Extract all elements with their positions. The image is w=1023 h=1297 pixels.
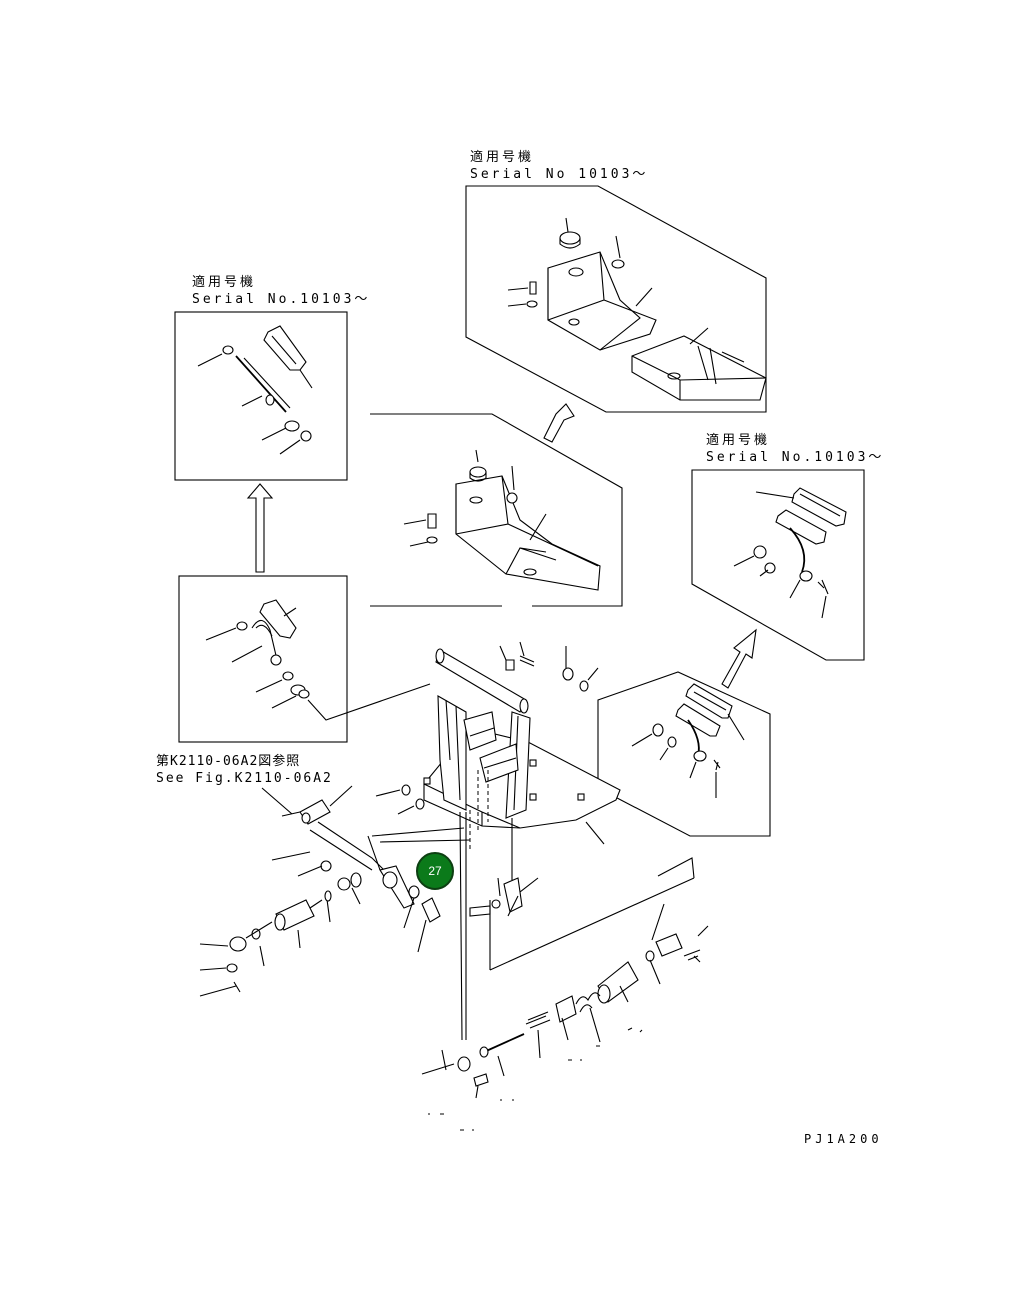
linkage-left [199,785,471,997]
inset-center [370,413,623,607]
inset-top-right [465,185,767,413]
serial-right-en: Serial No.10103～ [706,450,885,465]
main-pedal-stand [375,641,621,850]
inset-left-top [174,311,348,481]
part-callout-27[interactable]: 27 [416,852,454,890]
figure-reference-jp: 第K2110-06A2図参照 [156,754,301,769]
up-arrow-icon [721,628,757,689]
drawing-code: PJ1A200 [804,1132,883,1146]
serial-top-en: Serial No 10103～ [470,167,649,182]
serial-left-en: Serial No.10103～ [192,292,371,307]
inset-left-bottom [178,575,431,743]
up-arrow-icon [543,403,575,443]
serial-right-jp: 適用号機 [706,433,771,448]
linkage-center [421,811,709,1131]
serial-top-jp: 適用号機 [470,150,535,165]
up-arrow-icon [246,483,274,573]
figure-reference-en: See Fig.K2110-06A2 [156,771,333,786]
inset-mid-right [597,671,771,837]
inset-right [691,469,865,661]
serial-left-jp: 適用号機 [192,275,257,290]
